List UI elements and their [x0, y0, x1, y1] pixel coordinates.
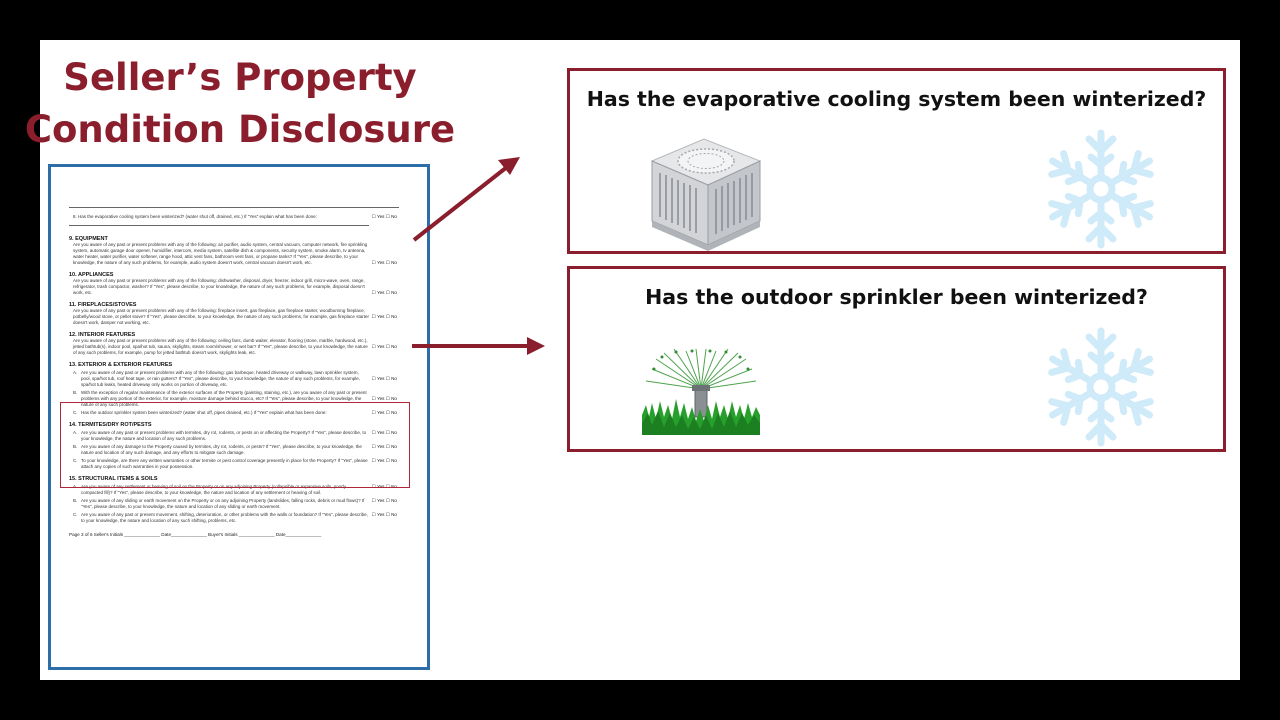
page-title: Seller’s Property Condition Disclosure: [0, 52, 480, 156]
form-footer: Page 3 of 6 Seller's Initials __________…: [69, 532, 322, 537]
title-line-1: Seller’s Property: [63, 56, 417, 99]
snowflake-icon: [1048, 129, 1154, 249]
section-text: Are you aware of any past or present pro…: [73, 308, 397, 326]
section-text: Are you aware of any past or present pro…: [73, 338, 397, 356]
form-section-13: 13. EXTERIOR & EXTERIOR FEATURES A.Are y…: [69, 362, 399, 416]
form-section-14: 14. TERMITES/DRY ROT/PESTS A.Are you awa…: [69, 422, 399, 470]
ac-unit-icon: [650, 138, 762, 251]
question-sprinkler-text: Has the outdoor sprinkler been winterize…: [645, 285, 1148, 309]
form-section-11: 11. FIREPLACES/STOVES Are you aware of a…: [69, 302, 399, 326]
section-13-highlight: [60, 402, 410, 488]
yes-no-checkboxes: ☐ Yes ☐ No: [371, 410, 397, 415]
subitem-text: Are you aware of any damage to the Prope…: [81, 444, 362, 455]
form-subitem: A.Are you aware of any past or present p…: [73, 370, 397, 388]
section-heading: 15. STRUCTURAL ITEMS & SOILS: [69, 476, 158, 482]
section-text: Are you aware of any past or present pro…: [73, 242, 397, 266]
form-line: [69, 207, 399, 208]
question-card-sprinkler: Has the outdoor sprinkler been winterize…: [567, 266, 1226, 452]
section-heading: 14. TERMITES/DRY ROT/PESTS: [69, 422, 152, 428]
yes-no-checkboxes: ☐ Yes ☐ No: [371, 376, 397, 381]
form-subitem: B.Are you aware of any sliding or earth …: [73, 498, 397, 510]
section-heading: 13. EXTERIOR & EXTERIOR FEATURES: [69, 362, 173, 368]
section-body: Are you aware of any past or present pro…: [73, 278, 365, 295]
form-line: [69, 225, 369, 226]
subitem-text: Are you aware of any past or present pro…: [81, 430, 367, 441]
form-subitem: A.Are you aware of any settlement or hea…: [73, 484, 397, 496]
yes-no-checkboxes: ☐ Yes ☐ No: [371, 214, 397, 219]
subitem-text: Are you aware of any past or present pro…: [81, 370, 360, 387]
section-heading: 11. FIREPLACES/STOVES: [69, 302, 137, 308]
subitem-label: A.: [73, 430, 78, 435]
yes-no-checkboxes: ☐ Yes ☐ No: [371, 290, 397, 295]
arrow-to-question-2: [412, 337, 545, 355]
yes-no-checkboxes: ☐ Yes ☐ No: [371, 484, 397, 489]
subitem-label: A.: [73, 370, 78, 375]
subitem-text: Has the outdoor sprinkler system been wi…: [81, 410, 327, 415]
form-item-8: 8. Has the evaporative cooling system be…: [73, 214, 397, 220]
yes-no-checkboxes: ☐ Yes ☐ No: [371, 430, 397, 435]
form-section-12: 12. INTERIOR FEATURES Are you aware of a…: [69, 332, 399, 356]
subitem-label: A.: [73, 484, 78, 489]
form-subitem: C.To your knowledge, are there any writt…: [73, 458, 397, 470]
arrow-to-question-1: [412, 157, 520, 242]
section-body: Are you aware of any past or present pro…: [73, 242, 368, 265]
subitem-label: B.: [73, 498, 78, 503]
subitem-text: With the exception of regular maintenanc…: [81, 390, 367, 407]
form-subitem: A.Are you aware of any past or present p…: [73, 430, 397, 442]
subitem-label: C.: [73, 410, 78, 415]
question-card-cooling: Has the evaporative cooling system been …: [567, 68, 1226, 254]
title-line-2: Condition Disclosure: [24, 108, 456, 151]
section-heading: 12. INTERIOR FEATURES: [69, 332, 136, 338]
sprinkler-icon: [642, 349, 760, 435]
form-item-8-text: 8. Has the evaporative cooling system be…: [73, 214, 317, 219]
yes-no-checkboxes: ☐ Yes ☐ No: [371, 458, 397, 463]
subitem-text: Are you aware of any past or present mov…: [81, 512, 368, 523]
yes-no-checkboxes: ☐ Yes ☐ No: [371, 344, 397, 349]
subitem-label: C.: [73, 458, 78, 463]
subitem-label: B.: [73, 444, 78, 449]
yes-no-checkboxes: ☐ Yes ☐ No: [371, 314, 397, 319]
form-section-15: 15. STRUCTURAL ITEMS & SOILS A.Are you a…: [69, 476, 399, 524]
subitem-text: Are you aware of any sliding or earth mo…: [81, 498, 365, 509]
form-subitem: B.Are you aware of any damage to the Pro…: [73, 444, 397, 456]
question-cooling-text: Has the evaporative cooling system been …: [586, 87, 1207, 111]
subitem-text: Are you aware of any settlement or heavi…: [81, 484, 346, 495]
section-body: Are you aware of any past or present pro…: [73, 338, 368, 355]
form-section-9: 9. EQUIPMENT Are you aware of any past o…: [69, 236, 399, 266]
snowflake-icon: [1048, 327, 1154, 447]
subitem-label: B.: [73, 390, 78, 395]
yes-no-checkboxes: ☐ Yes ☐ No: [371, 396, 397, 401]
yes-no-checkboxes: ☐ Yes ☐ No: [371, 512, 397, 517]
yes-no-checkboxes: ☐ Yes ☐ No: [371, 444, 397, 449]
form-section-10: 10. APPLIANCES Are you aware of any past…: [69, 272, 399, 296]
section-body: Are you aware of any past or present pro…: [73, 308, 369, 325]
subitem-text: To your knowledge, are there any written…: [81, 458, 368, 469]
disclosure-form-page: 8. Has the evaporative cooling system be…: [48, 164, 430, 670]
section-heading: 9. EQUIPMENT: [69, 236, 108, 242]
form-content: 8. Has the evaporative cooling system be…: [69, 207, 399, 537]
yes-no-checkboxes: ☐ Yes ☐ No: [371, 498, 397, 503]
section-heading: 10. APPLIANCES: [69, 272, 114, 278]
section-text: Are you aware of any past or present pro…: [73, 278, 397, 296]
subitem-label: C.: [73, 512, 78, 517]
form-subitem: C.Has the outdoor sprinkler system been …: [73, 410, 397, 416]
form-subitem: B.With the exception of regular maintena…: [73, 390, 397, 408]
form-subitem: C.Are you aware of any past or present m…: [73, 512, 397, 524]
yes-no-checkboxes: ☐ Yes ☐ No: [371, 260, 397, 265]
